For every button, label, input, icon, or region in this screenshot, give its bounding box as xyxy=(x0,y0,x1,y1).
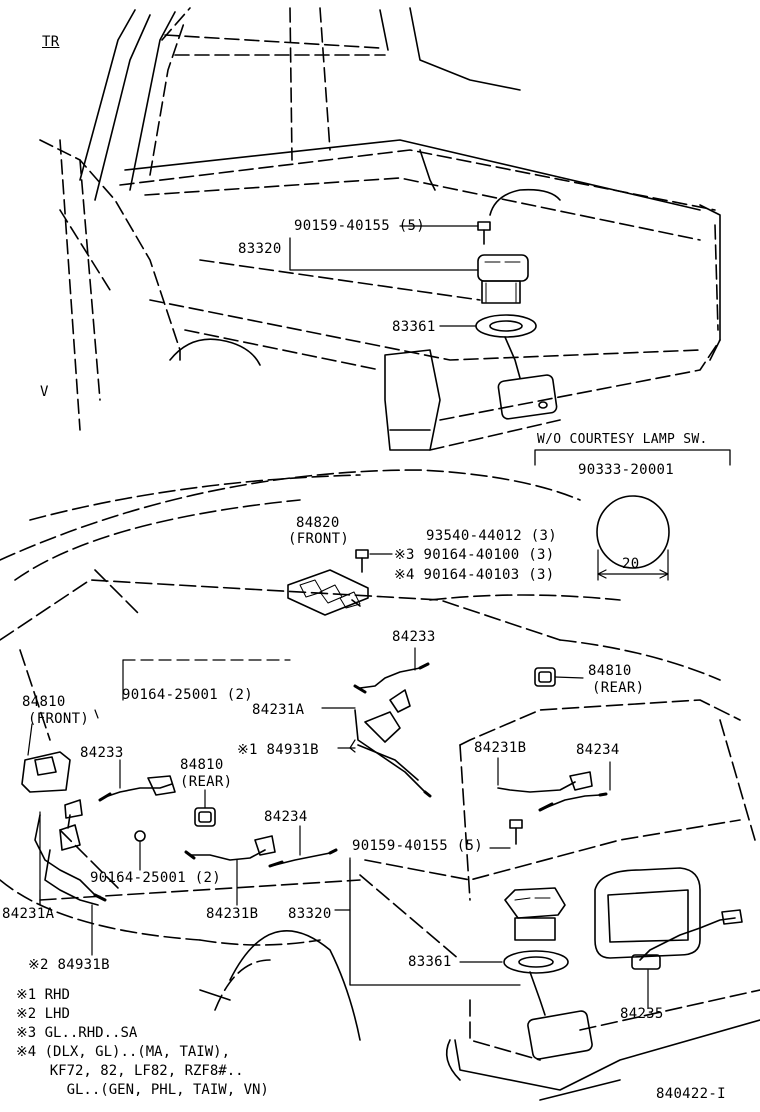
label-84234-center: 84234 xyxy=(264,809,308,825)
label-84931b-rhd: ※1 84931B xyxy=(237,742,319,758)
components-bottom xyxy=(21,549,743,1060)
footnote-3: ※3 GL..RHD..SA xyxy=(16,1025,138,1041)
label-83361-bottom: 83361 xyxy=(408,954,452,970)
label-84810-rear-center: 84810 xyxy=(180,757,224,773)
label-84231a-top: 84231A xyxy=(252,702,305,718)
label-rear-center: (REAR) xyxy=(180,774,233,790)
footnote-4-cont-2: GL..(GEN, PHL, TAIW, VN) xyxy=(16,1082,269,1098)
label-83361-top: 83361 xyxy=(392,319,436,335)
footnote-2: ※2 LHD xyxy=(16,1006,70,1022)
label-tr: TR xyxy=(42,34,60,50)
label-84931b-lhd: ※2 84931B xyxy=(28,957,110,973)
label-90164-25001-top: 90164-25001 (2) xyxy=(122,687,253,703)
label-83320-top: 83320 xyxy=(238,241,282,257)
vehicle-body-outline xyxy=(0,469,760,1101)
footnote-1: ※1 RHD xyxy=(16,987,70,1003)
label-84233-left: 84233 xyxy=(80,745,124,761)
label-front-2: (FRONT) xyxy=(28,711,90,727)
label-wo-courtesy: W/O COURTESY LAMP SW. xyxy=(537,432,708,447)
label-84234-right: 84234 xyxy=(576,742,620,758)
label-dim-20: 20 xyxy=(622,556,640,572)
label-83320-bottom: 83320 xyxy=(288,906,332,922)
label-90164-25001-bottom: 90164-25001 (2) xyxy=(90,870,221,886)
label-84810-front-left: 84810 xyxy=(22,694,66,710)
label-90333: 90333-20001 xyxy=(578,462,675,478)
washer-dimension xyxy=(534,449,731,581)
footnotes: ※1 RHD ※2 LHD ※3 GL..RHD..SA ※4 (DLX, GL… xyxy=(16,986,269,1100)
label-front-1: (FRONT) xyxy=(288,531,350,547)
label-84231b-bottom: 84231B xyxy=(206,906,259,922)
label-v: V xyxy=(40,384,49,400)
label-84810-rear-right: 84810 xyxy=(588,663,632,679)
label-84235: 84235 xyxy=(620,1006,664,1022)
label-84820: 84820 xyxy=(296,515,340,531)
label-84233-top: 84233 xyxy=(392,629,436,645)
label-rear-right: (REAR) xyxy=(592,680,645,696)
footnote-4-cont-1: KF72, 82, LF82, RZF8#.. xyxy=(16,1063,244,1079)
label-90159-bottom: 90159-40155 (5) xyxy=(352,838,483,854)
label-90164-40100: ※3 90164-40100 (3) xyxy=(394,547,555,563)
truck-bed-outline xyxy=(39,7,721,451)
diagram-reference-number: 840422-I xyxy=(656,1086,726,1102)
label-93540: 93540-44012 (3) xyxy=(426,528,557,544)
label-84231b-right: 84231B xyxy=(474,740,527,756)
label-90164-40103: ※4 90164-40103 (3) xyxy=(394,567,555,583)
label-90159-top: 90159-40155 (5) xyxy=(294,218,425,234)
label-84231a-left: 84231A xyxy=(2,906,55,922)
footnote-4: ※4 (DLX, GL)..(MA, TAIW), xyxy=(16,1044,231,1060)
